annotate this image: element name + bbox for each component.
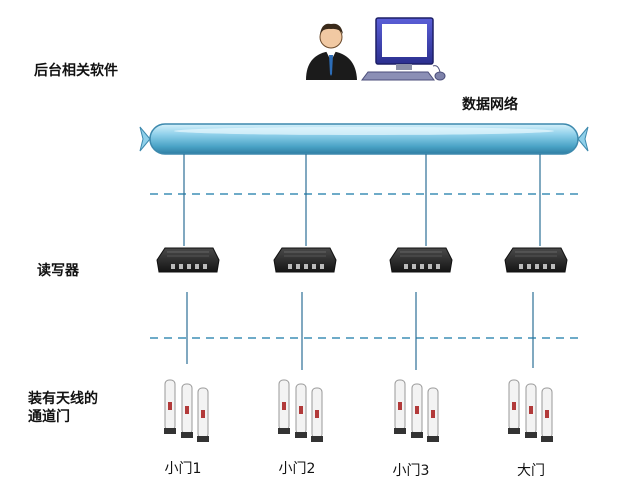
gate-name-4: 大门	[517, 463, 545, 479]
network-label: 数据网络	[462, 97, 518, 113]
gate-antenna-3	[393, 379, 440, 443]
user-icon	[306, 23, 357, 80]
software-label: 后台相关软件	[34, 63, 118, 79]
gate-antenna-1	[163, 379, 210, 443]
network-pipe	[139, 123, 589, 155]
gate-name-2: 小门2	[278, 461, 316, 477]
reader-label: 读写器	[37, 263, 79, 279]
reader-device-2	[273, 247, 337, 273]
gate-label-line2: 通道门	[28, 409, 70, 425]
gate-name-1: 小门1	[164, 461, 202, 477]
gate-name-3: 小门3	[392, 463, 430, 479]
gate-label-line1: 装有天线的	[28, 391, 98, 407]
computer-icon	[361, 17, 446, 81]
reader-device-3	[389, 247, 453, 273]
reader-device-1	[156, 247, 220, 273]
reader-device-4	[504, 247, 568, 273]
gate-connectors	[186, 292, 534, 370]
gate-antenna-4	[507, 379, 554, 443]
network-connectors	[183, 154, 541, 246]
gate-antenna-2	[277, 379, 324, 443]
